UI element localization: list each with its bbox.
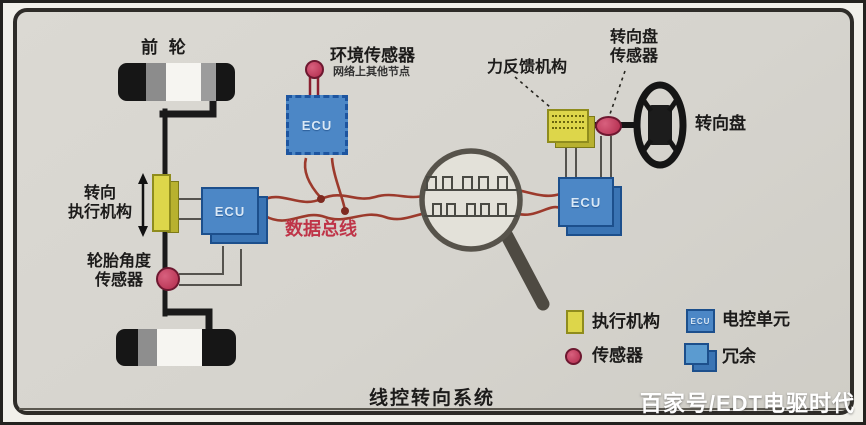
environment-sensor-dot <box>305 60 324 79</box>
callout-pointer-lines <box>514 70 626 115</box>
diagram-title: 线控转向系统 <box>369 388 496 409</box>
front-wheel-label: 前 轮 <box>141 38 189 57</box>
force-feedback-teeth-row <box>552 115 584 117</box>
bus-junction-dots <box>317 195 349 215</box>
sw-sensor-label-line2: 传感器 <box>609 48 658 66</box>
legend-actuator-swatch <box>566 310 584 334</box>
wheel-segment <box>165 63 202 101</box>
diagram-line-art <box>138 70 687 334</box>
legend-ecu-swatch-text: ECU <box>690 316 711 326</box>
wheel-segment <box>216 63 235 101</box>
steering-actuator-label-line2: 执行机构 <box>67 204 132 222</box>
legend-ecu-swatch: ECU <box>686 309 715 333</box>
steering-wheel-label: 转向盘 <box>695 114 746 133</box>
wheel-segment <box>146 63 166 101</box>
steering-wheel-sensor-dot <box>595 116 622 136</box>
tire-angle-sensor-dot <box>156 267 180 291</box>
force-feedback-teeth-row <box>552 121 584 123</box>
steering-actuator-label: 转向 执行机构 <box>61 184 139 222</box>
data-bus-label: 数据总线 <box>285 219 357 239</box>
front-wheel-top-icon <box>118 63 235 101</box>
connector-wires <box>171 136 612 286</box>
wheel-segment <box>137 329 157 366</box>
force-feedback-label: 力反馈机构 <box>487 59 568 76</box>
legend-sensor-swatch <box>565 348 582 365</box>
legend-actuator-label: 执行机构 <box>592 312 660 331</box>
wheel-segment <box>201 63 217 101</box>
wheel-segment <box>202 329 236 366</box>
legend-ecu-label: 电控单元 <box>722 310 790 329</box>
steering-wheel-sensor-label: 转向盘 传感器 <box>595 28 673 66</box>
legend-redundancy-label: 冗余 <box>722 347 756 366</box>
central-ecu-box: ECU <box>286 95 348 155</box>
env-sensor-stem <box>308 77 320 96</box>
magnifier-icon <box>419 148 550 311</box>
watermark: 百家号/EDT电驱时代 <box>639 391 855 416</box>
left-ecu-box: ECU <box>201 187 259 235</box>
wheel-segment <box>116 329 138 366</box>
right-ecu-box: ECU <box>558 177 614 227</box>
network-nodes-sublabel: 网络上其他节点 <box>333 66 410 78</box>
force-feedback-box <box>547 109 589 143</box>
sw-sensor-label-line1: 转向盘 <box>609 29 658 46</box>
legend-redundancy-front-swatch <box>684 343 709 365</box>
tire-angle-label-line1: 轮胎角度 <box>86 253 151 270</box>
wheel-segment <box>118 63 147 101</box>
environment-sensor-label: 环境传感器 <box>330 46 415 65</box>
legend-sensor-label: 传感器 <box>592 346 643 365</box>
wheel-segment <box>156 329 203 366</box>
force-feedback-teeth-row <box>552 127 584 129</box>
steering-actuator-box <box>152 174 171 232</box>
tire-angle-label-line2: 传感器 <box>94 272 143 290</box>
tire-angle-sensor-label: 轮胎角度 传感器 <box>67 252 171 290</box>
left-ecu-label: ECU <box>214 203 246 219</box>
front-wheel-bottom-icon <box>116 329 236 366</box>
frame-bottom-rule <box>19 408 847 410</box>
central-ecu-label: ECU <box>301 117 333 133</box>
steering-actuator-label-line1: 转向 <box>83 185 116 202</box>
actuator-motion-arrow <box>138 173 148 237</box>
right-ecu-label: ECU <box>570 194 602 210</box>
digital-signal-waves <box>424 176 518 217</box>
